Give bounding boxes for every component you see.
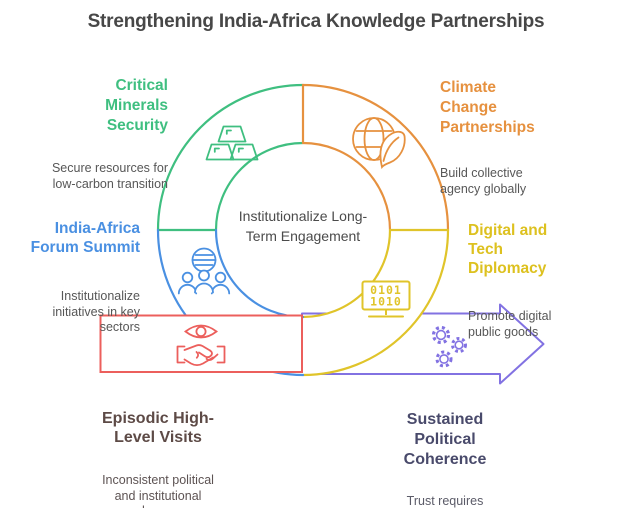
summit-people-icon	[177, 247, 231, 295]
episodic-visits-description: Inconsistent political and institutional…	[102, 473, 214, 508]
segment-orange-arc	[301, 83, 450, 232]
forum-summit-heading: India-Africa Forum Summit	[30, 220, 140, 256]
binary-line-2: 1010	[370, 295, 402, 309]
critical-minerals-description: Secure resources for low-carbon transiti…	[51, 161, 168, 191]
eye-icon	[184, 324, 218, 339]
globe-leaf-icon	[352, 117, 406, 170]
sustained-coherence-description: Trust requires sustained engagement	[406, 494, 484, 508]
section-digital-tech: Digital and Tech Diplomacy Promote digit…	[468, 203, 588, 358]
forum-summit-description: Institutionalize initiatives in key sect…	[52, 289, 140, 334]
critical-minerals-heading: Critical Minerals Security	[105, 77, 168, 134]
page-title: Strengthening India-Africa Knowledge Par…	[87, 11, 545, 32]
section-forum-summit: India-Africa Forum Summit Institutionali…	[0, 202, 140, 354]
segment-green-arc	[156, 83, 305, 232]
gold-bars-icon	[205, 125, 259, 161]
section-sustained-coherence: Sustained Political Coherence Trust requ…	[345, 392, 545, 508]
section-critical-minerals: Critical Minerals Security Secure resour…	[0, 58, 168, 210]
episodic-visits-heading: Episodic High- Level Visits	[102, 410, 214, 446]
binary-monitor-icon: 0101 1010	[361, 280, 411, 318]
digital-tech-description: Promote digital public goods	[468, 309, 552, 339]
climate-change-heading: Climate Change Partnerships	[440, 79, 535, 136]
section-climate-change: Climate Change Partnerships Build collec…	[440, 60, 610, 215]
handshake-icon	[176, 344, 226, 367]
sustained-coherence-heading: Sustained Political Coherence	[403, 411, 487, 468]
binary-line-1: 0101	[370, 283, 402, 297]
section-episodic-visits: Episodic High- Level Visits Inconsistent…	[38, 392, 278, 508]
center-label: Institutionalize Long- Term Engagement	[238, 208, 368, 244]
gears-icon	[431, 325, 467, 368]
climate-change-description: Build collective agency globally	[440, 166, 527, 196]
digital-tech-heading: Digital and Tech Diplomacy	[468, 222, 548, 277]
